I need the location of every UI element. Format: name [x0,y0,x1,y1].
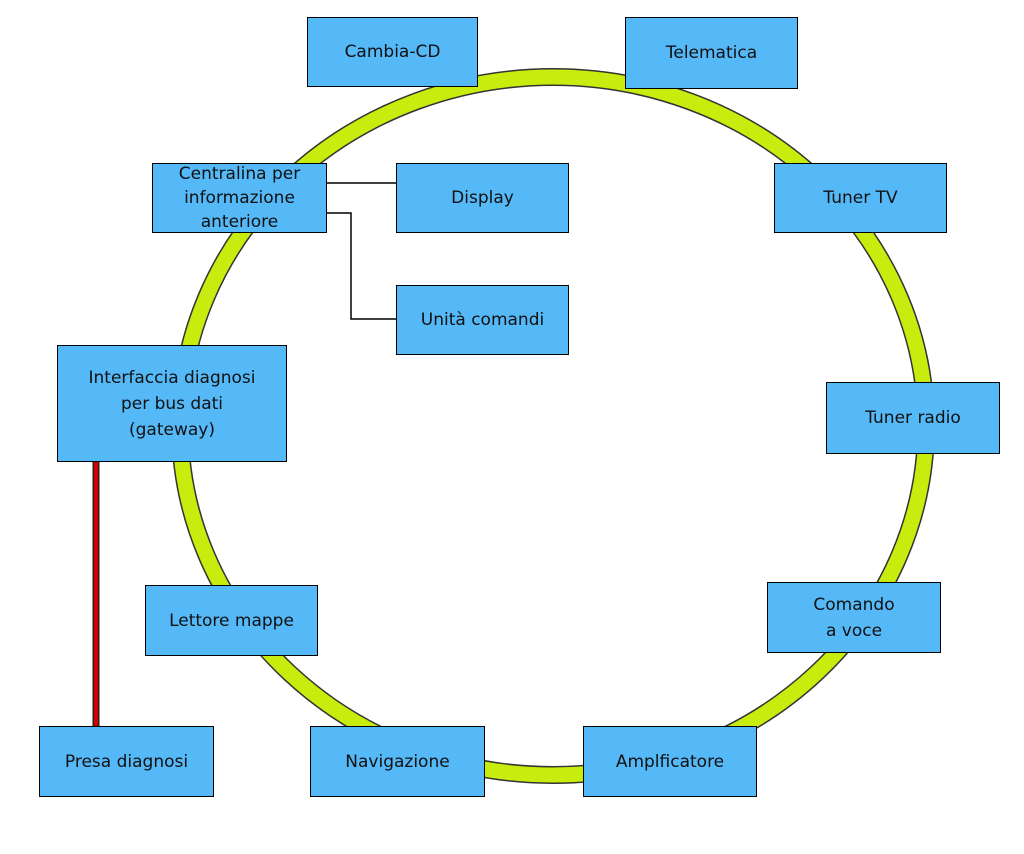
node-cambia-cd: Cambia-CD [307,17,478,87]
node-comando-voce: Comando a voce [767,582,941,653]
node-centralina: Centralina per informazione anteriore [152,163,327,233]
node-unita-comandi: Unità comandi [396,285,569,355]
node-tuner-tv: Tuner TV [774,163,947,233]
connector-unita-comandi [326,212,397,320]
node-interfaccia-diagnosi: Interfaccia diagnosi per bus dati (gatew… [57,345,287,462]
node-presa-diagnosi: Presa diagnosi [39,726,214,797]
node-telematica: Telematica [625,17,798,89]
node-display: Display [396,163,569,233]
node-lettore-mappe: Lettore mappe [145,585,318,656]
node-tuner-radio: Tuner radio [826,382,1000,454]
node-amplificatore: Amplficatore [583,726,757,797]
node-navigazione: Navigazione [310,726,485,797]
